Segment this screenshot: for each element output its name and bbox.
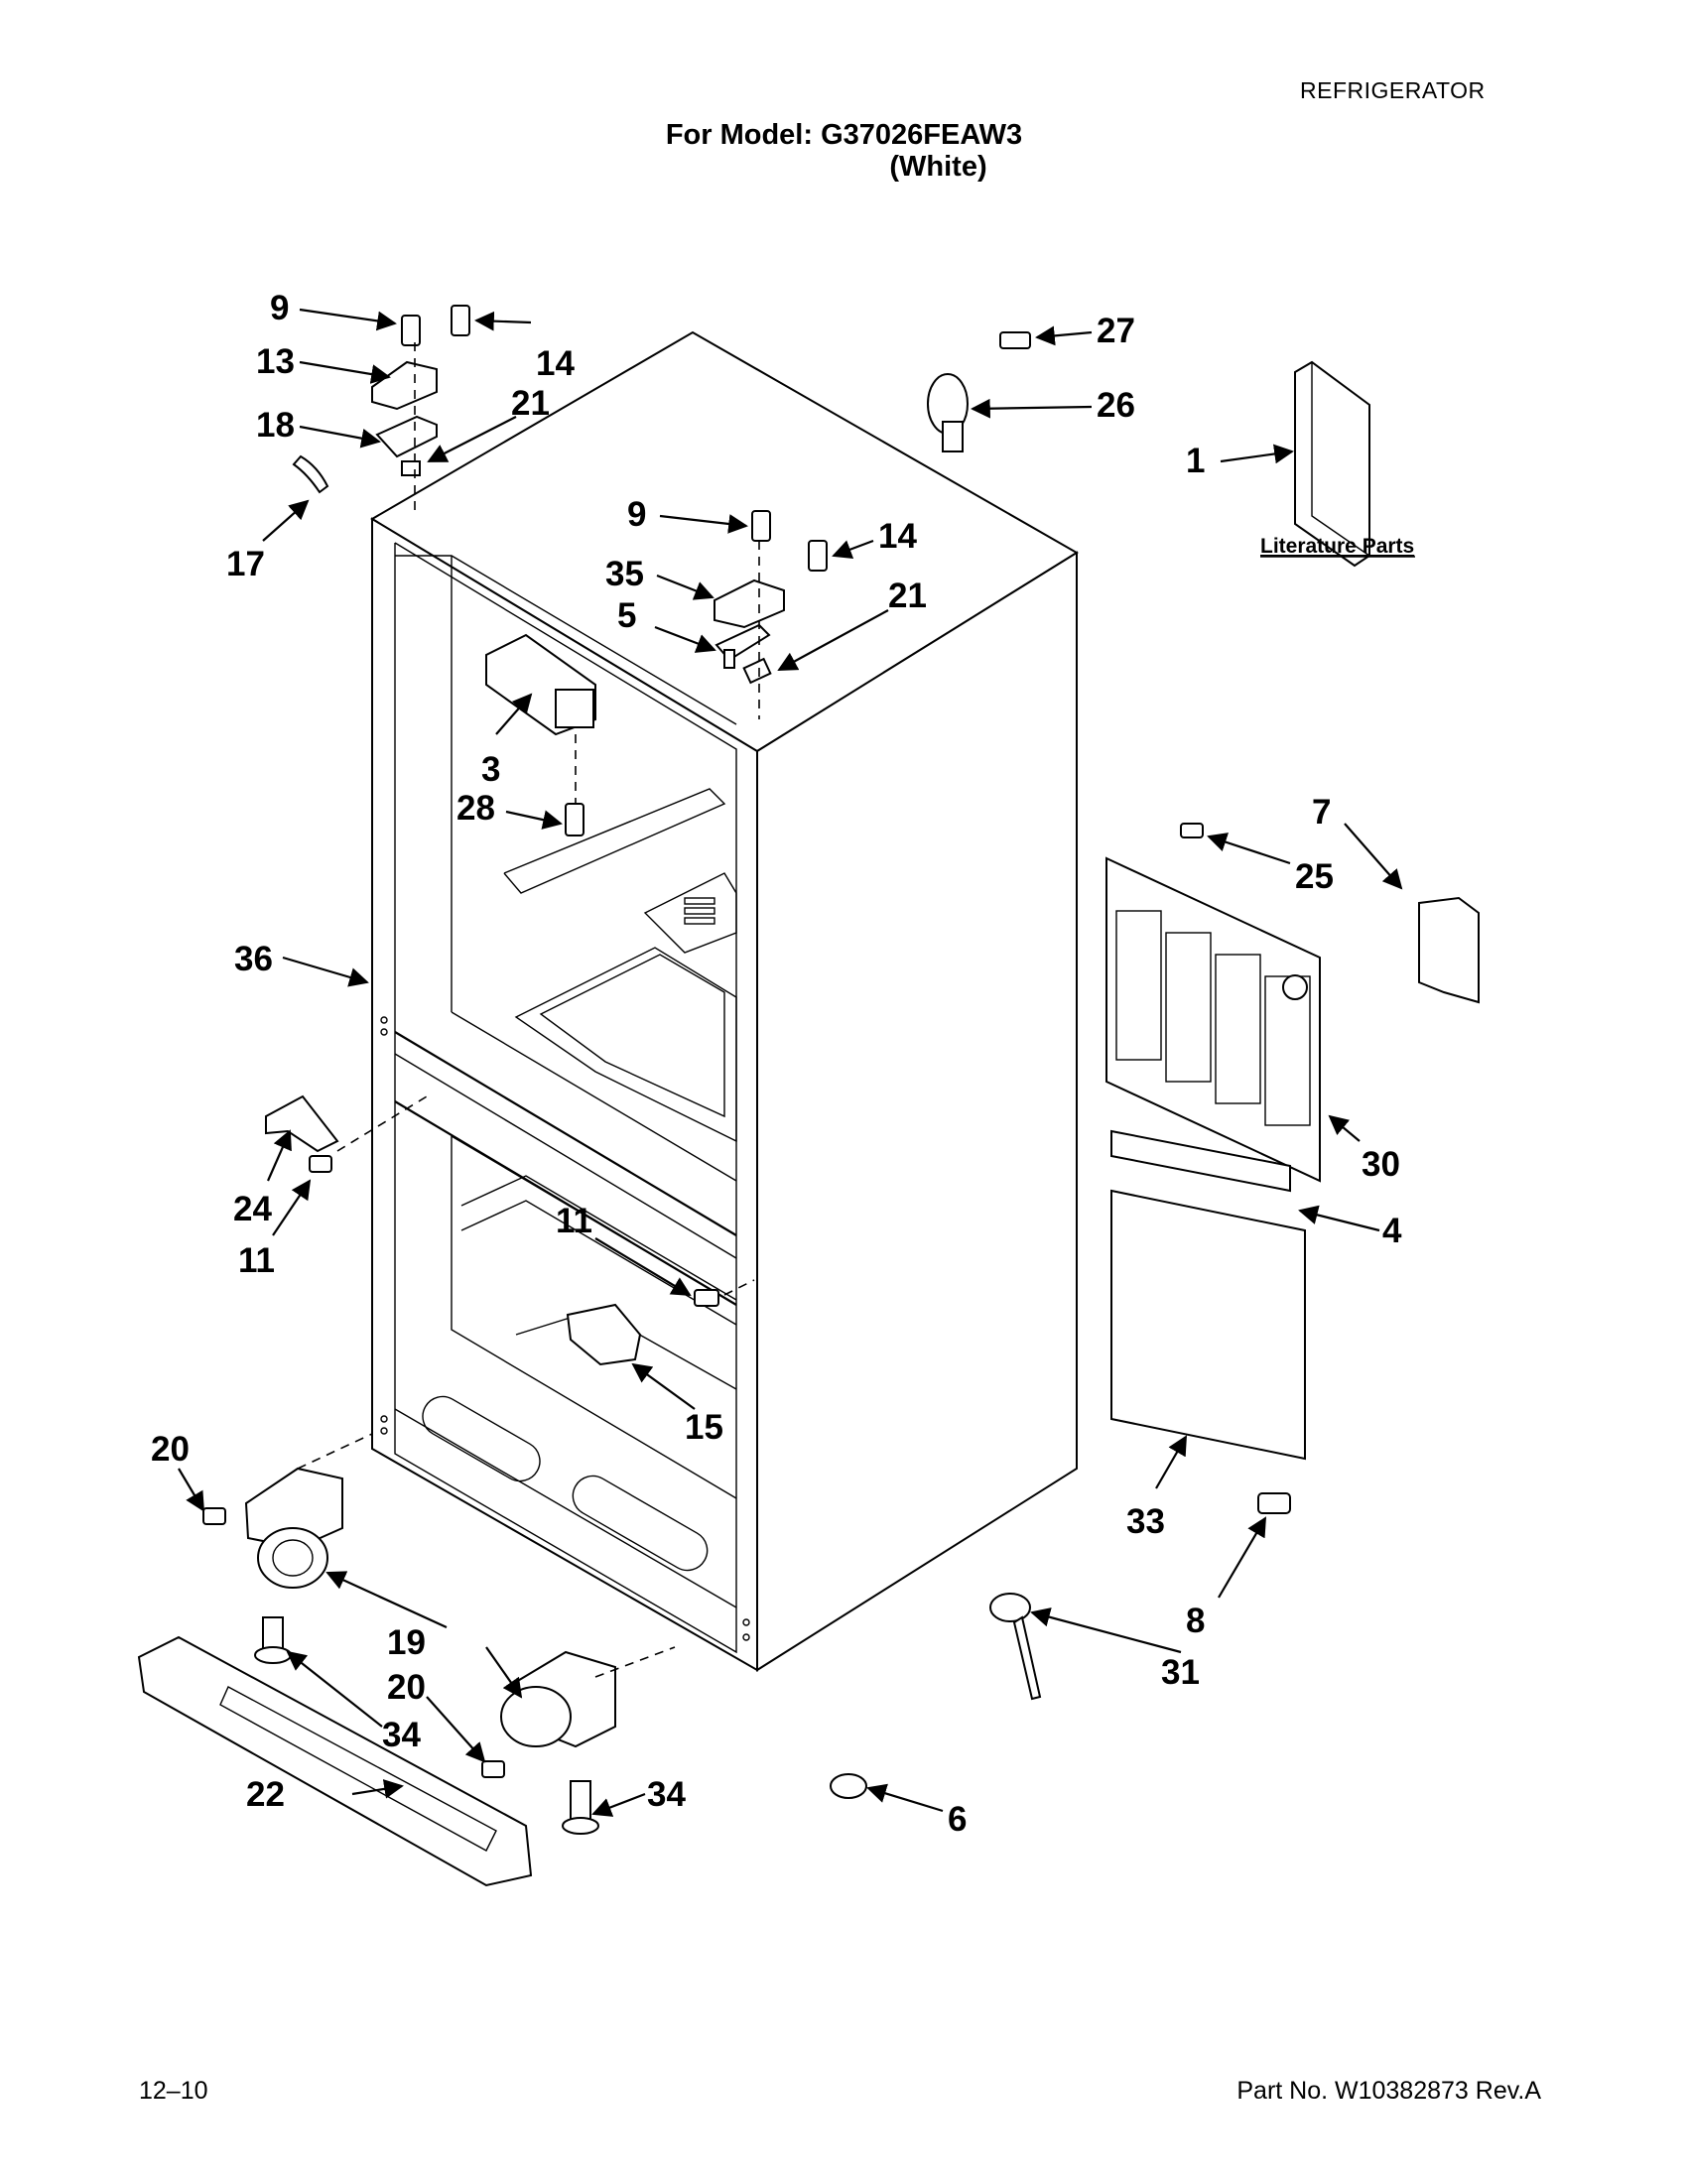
callout-13: 13 — [256, 342, 295, 381]
footer-part-number: Part No. W10382873 Rev.A — [1236, 2077, 1541, 2105]
callout-24: 24 — [233, 1190, 272, 1228]
callout-7: 7 — [1312, 793, 1331, 832]
callout-4: 4 — [1382, 1212, 1402, 1250]
part-24-11-bracket — [265, 1094, 428, 1173]
top-center-hinge-assembly — [714, 510, 828, 719]
part-15-bracket — [566, 1303, 642, 1366]
callout-5: 5 — [617, 596, 636, 635]
cabinet-illustration — [370, 330, 1079, 1672]
part-31-drain-tube — [989, 1593, 1042, 1701]
callout-33: 33 — [1126, 1502, 1165, 1541]
part-11-screw-center — [694, 1279, 755, 1307]
part-30-grille-panel — [1105, 823, 1321, 1183]
callout-11: 11 — [238, 1241, 275, 1280]
callout-25: 25 — [1295, 857, 1334, 896]
left-roller-assembly — [202, 1433, 373, 1664]
part-33-insulation-panel — [1110, 1189, 1306, 1461]
part-7-clip — [1418, 896, 1480, 1004]
callout-14: 14 — [536, 344, 575, 383]
callout-21: 21 — [888, 577, 927, 615]
callout-28: 28 — [456, 789, 495, 828]
callout-labels: 9 13 14 18 21 17 27 26 1 9 14 35 21 5 3 … — [151, 289, 1402, 1839]
leader-lines — [178, 308, 1403, 1817]
model-color: (White) — [889, 151, 987, 183]
callout-18: 18 — [256, 406, 295, 445]
callout-19: 19 — [387, 1623, 426, 1662]
literature-parts-label: Literature Parts — [1260, 535, 1414, 558]
callout-20: 20 — [151, 1430, 190, 1469]
callout-11: 11 — [556, 1202, 592, 1240]
top-left-hinge-assembly — [292, 305, 470, 516]
callout-15: 15 — [685, 1408, 723, 1447]
callout-9: 9 — [627, 495, 646, 534]
model-title: For Model: G37026FEAW3 — [665, 119, 1023, 151]
part-8-tab — [1257, 1492, 1291, 1514]
part-6-ring — [830, 1773, 867, 1799]
callout-22: 22 — [246, 1775, 285, 1814]
callout-8: 8 — [1186, 1602, 1205, 1640]
part-22-toe-grille — [137, 1635, 533, 1887]
callout-21: 21 — [511, 384, 550, 423]
callout-3: 3 — [481, 750, 500, 789]
part-26-27-roller — [927, 331, 1031, 452]
callout-31: 31 — [1161, 1653, 1200, 1692]
right-roller-assembly — [481, 1646, 676, 1835]
document-category: REFRIGERATOR — [1300, 77, 1486, 103]
callout-20: 20 — [387, 1668, 426, 1707]
callout-26: 26 — [1097, 386, 1135, 425]
footer-date: 12–10 — [139, 2077, 208, 2105]
callout-35: 35 — [605, 555, 644, 593]
callout-34: 34 — [647, 1775, 686, 1814]
callout-36: 36 — [234, 940, 273, 978]
part-1-literature-book — [1294, 360, 1370, 568]
callout-27: 27 — [1097, 312, 1135, 350]
callout-14: 14 — [878, 517, 917, 556]
callout-6: 6 — [948, 1800, 967, 1839]
callout-17: 17 — [226, 545, 265, 583]
part-3-control-housing — [485, 633, 596, 836]
part-4-strip — [1110, 1129, 1291, 1193]
callout-9: 9 — [270, 289, 289, 327]
callout-30: 30 — [1362, 1145, 1400, 1184]
callout-1: 1 — [1186, 442, 1205, 480]
callout-34: 34 — [382, 1716, 421, 1754]
